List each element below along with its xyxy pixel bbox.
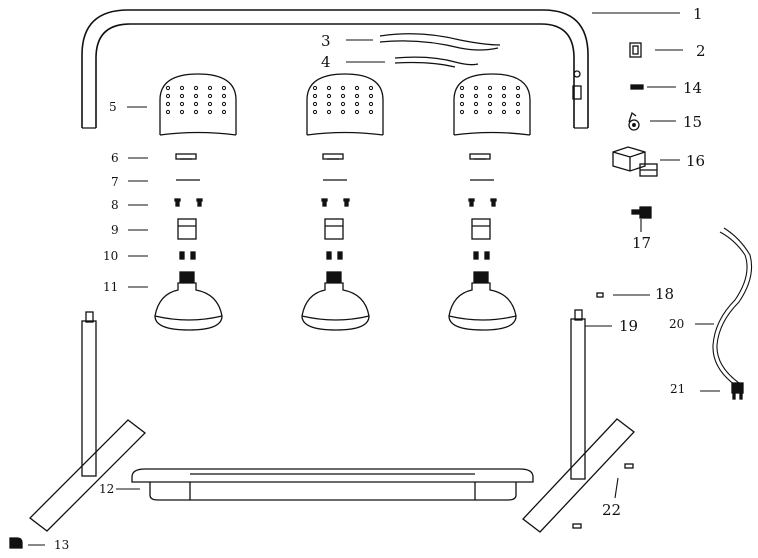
- part-9-socket: [177, 218, 197, 240]
- label-6: 6: [111, 151, 119, 165]
- part-3-4-cord: [379, 33, 501, 68]
- part-5-hood: [306, 73, 384, 136]
- part-15-cord-grip: [628, 111, 640, 131]
- label-12: 12: [99, 482, 114, 496]
- part-2-switch: [629, 42, 642, 58]
- label-15: 15: [683, 113, 702, 131]
- label-4: 4: [321, 53, 331, 71]
- part-13-end-cap: [9, 537, 23, 549]
- part-5-hood: [159, 73, 237, 136]
- leader-lines: [28, 12, 720, 546]
- part-8-screws: [321, 198, 350, 207]
- label-19: 19: [619, 317, 638, 335]
- part-10-screws: [326, 251, 343, 260]
- part-16-bracket: [612, 146, 658, 177]
- part-11-bulb: [448, 271, 517, 331]
- part-20-power-cord: [712, 227, 753, 386]
- callout-labels: 1 2 3 4 5 6 7 8 9 10 11 12 13 14 15 16 1…: [54, 5, 706, 552]
- part-19-stand-right: [522, 309, 635, 533]
- part-9-socket: [471, 218, 491, 240]
- part-19-stand-left: [29, 311, 146, 532]
- label-1: 1: [693, 5, 703, 23]
- part-8-screws: [174, 198, 203, 207]
- label-18: 18: [655, 285, 674, 303]
- part-21-plug: [731, 382, 744, 400]
- part-12-tray: [131, 468, 534, 501]
- lamp-assembly-right: [448, 73, 531, 331]
- part-5-hood: [453, 73, 531, 136]
- label-2: 2: [696, 42, 706, 60]
- lamp-assembly-left: [154, 73, 237, 331]
- label-11: 11: [103, 280, 118, 294]
- label-14: 14: [683, 79, 702, 97]
- part-14-screw: [630, 84, 644, 90]
- part-10-screws: [473, 251, 490, 260]
- label-3: 3: [321, 32, 331, 50]
- part-10-screws: [179, 251, 196, 260]
- label-21: 21: [670, 382, 685, 396]
- part-17-connector: [631, 206, 652, 219]
- part-6-ring: [469, 153, 491, 160]
- label-5: 5: [109, 100, 117, 114]
- part-9-socket: [324, 218, 344, 240]
- part-11-bulb: [154, 271, 223, 331]
- part-6-ring: [175, 153, 197, 160]
- label-20: 20: [669, 317, 684, 331]
- label-22: 22: [602, 501, 621, 519]
- label-13: 13: [54, 538, 69, 552]
- label-17: 17: [632, 234, 651, 252]
- part-6-ring: [322, 153, 344, 160]
- part-18-clip: [596, 292, 604, 298]
- label-7: 7: [111, 175, 119, 189]
- label-10: 10: [103, 249, 118, 263]
- part-22-feet: [572, 463, 634, 529]
- label-9: 9: [111, 223, 119, 237]
- part-1-arch-frame: [81, 9, 589, 129]
- label-8: 8: [111, 198, 119, 212]
- part-8-screws: [468, 198, 497, 207]
- part-11-bulb: [301, 271, 370, 331]
- lamp-assembly-middle: [301, 73, 384, 331]
- label-16: 16: [686, 152, 705, 170]
